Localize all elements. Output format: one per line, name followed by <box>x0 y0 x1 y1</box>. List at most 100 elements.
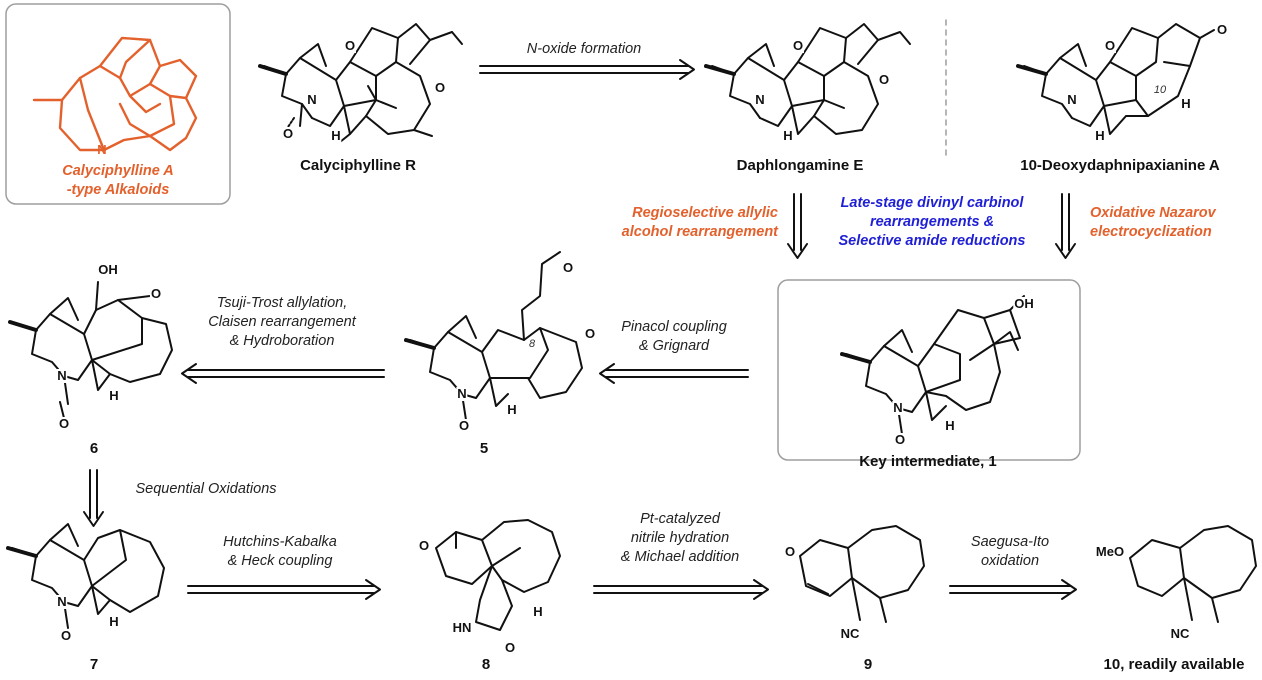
deoxy-h10-atom: H <box>1180 96 1192 111</box>
compound-5-structure <box>404 251 583 421</box>
arrow-tsuji <box>181 363 385 384</box>
tsuji-condition: Tsuji-Trost allylation, Claisen rearrang… <box>208 294 356 351</box>
compound-8-label: 8 <box>481 656 491 673</box>
arrow-sequential <box>83 469 104 527</box>
regioselective-line1: Regioselective allylic <box>632 205 778 221</box>
c5-locant-8: 8 <box>528 338 536 350</box>
c7-h-atom: H <box>108 614 120 629</box>
arrow-pinacol <box>599 363 749 384</box>
nazarov-strategy: Oxidative Nazarov electrocyclization <box>1090 204 1216 242</box>
deoxy-h-atom: H <box>1094 128 1106 143</box>
hutchins-condition: Hutchins-Kabalka & Heck coupling <box>223 533 337 571</box>
pt-condition: Pt-catalyzed nitrile hydration & Michael… <box>621 510 740 567</box>
pinacol-line1: Pinacol coupling <box>621 319 727 335</box>
arrow-pt <box>593 579 769 600</box>
c5-n-atom: N <box>456 386 468 401</box>
compound-7-label: 7 <box>89 656 99 673</box>
cal-r-ketone-o2: O <box>433 80 447 95</box>
deoxydaphnipaxianine-structure <box>1016 23 1215 135</box>
calyciphylline-a-skeleton <box>32 36 198 152</box>
pt-line2: nitrile hydration <box>630 530 730 546</box>
c7-amide-o: O <box>59 628 73 643</box>
daph-e-n-atom: N <box>754 92 766 107</box>
c10-nc: NC <box>1169 626 1191 641</box>
c8-hn: HN <box>451 620 473 635</box>
sequential-condition: Sequential Oxidations <box>135 481 277 497</box>
compound-10-structure <box>1129 525 1257 623</box>
c6-h-atom: H <box>108 388 120 403</box>
calyciphylline-a-label-line1: Calyciphylline A <box>62 163 174 179</box>
key-intermediate-label: Key intermediate, 1 <box>859 453 997 470</box>
n-oxide-condition: N-oxide formation <box>526 41 642 57</box>
compound-5-label: 5 <box>479 440 489 457</box>
c7-n-atom: N <box>56 594 68 609</box>
cal-r-n-atom: N <box>306 92 318 107</box>
c5-ketone-o: O <box>583 326 597 341</box>
c6-n-atom: N <box>56 368 68 383</box>
c9-ketone-o: O <box>783 544 797 559</box>
c8-h-atom: H <box>532 604 544 619</box>
c5-aldehyde-o: O <box>561 260 575 275</box>
calyciphylline-r-label: Calyciphylline R <box>300 157 416 174</box>
compound-6-structure <box>8 281 173 419</box>
compound-7-structure <box>6 523 165 629</box>
c6-ketone-o: O <box>149 286 163 301</box>
deoxydaphnipaxianine-label: 10-Deoxydaphnipaxianine A <box>1020 157 1220 174</box>
c5-h-atom: H <box>506 402 518 417</box>
c8-amide-o: O <box>503 640 517 655</box>
tsuji-line1: Tsuji-Trost allylation, <box>216 295 348 311</box>
cal-r-h-atom: H <box>330 128 342 143</box>
ki-n-atom: N <box>892 400 904 415</box>
late-stage-line1: Late-stage divinyl carbinol <box>840 195 1024 211</box>
deoxy-ketone-o1: O <box>1103 38 1117 53</box>
arrow-saegusa <box>949 579 1077 600</box>
key-intermediate-panel <box>777 279 1081 461</box>
compound-8-structure <box>435 519 561 631</box>
pinacol-condition: Pinacol coupling & Grignard <box>621 318 727 356</box>
arrow-hutchins <box>187 579 381 600</box>
c10-meo: MeO <box>1094 544 1126 559</box>
daph-e-h-atom: H <box>782 128 794 143</box>
calyciphylline-a-label-line2: -type Alkaloids <box>66 182 170 198</box>
daph-e-ketone-o2: O <box>877 72 891 87</box>
daph-e-ketone-o1: O <box>791 38 805 53</box>
tsuji-line2: Claisen rearrangement <box>208 314 356 330</box>
calyciphylline-a-label: Calyciphylline A -type Alkaloids <box>62 162 173 200</box>
calyciphylline-a-panel <box>5 3 231 205</box>
daphlongamine-e-label: Daphlongamine E <box>736 157 864 174</box>
skeleton-n-atom: N <box>97 142 107 157</box>
ki-oh: OH <box>1013 296 1035 311</box>
compound-9-label: 9 <box>863 656 873 673</box>
cal-r-n-oxide-o: O <box>281 126 295 141</box>
cal-r-ketone-o1: O <box>343 38 357 53</box>
calyciphylline-r-structure <box>258 23 463 143</box>
late-stage-line2: rearrangements & <box>869 214 995 230</box>
pt-line1: Pt-catalyzed <box>640 511 720 527</box>
c9-nc: NC <box>839 626 861 641</box>
c8-ketone-o: O <box>417 538 431 553</box>
deoxy-ketone-o2: O <box>1215 22 1229 37</box>
deoxy-n-atom: N <box>1066 92 1078 107</box>
saegusa-line2: oxidation <box>980 553 1040 569</box>
arrow-nazarov <box>1055 193 1076 259</box>
compound-6-label: 6 <box>89 440 99 457</box>
arrow-n-oxide <box>479 59 695 80</box>
pinacol-line2: & Grignard <box>638 338 710 354</box>
late-stage-strategy: Late-stage divinyl carbinol rearrangemen… <box>839 194 1026 251</box>
saegusa-condition: Saegusa-Ito oxidation <box>971 533 1049 571</box>
saegusa-line1: Saegusa-Ito <box>970 534 1050 550</box>
late-stage-line3: Selective amide reductions <box>838 233 1026 249</box>
c6-amide-o: O <box>57 416 71 431</box>
ki-amide-o: O <box>893 432 907 447</box>
daphlongamine-e-structure <box>704 23 911 135</box>
tsuji-line3: & Hydroboration <box>229 333 335 349</box>
deoxy-locant-10: 10 <box>1153 84 1167 96</box>
c6-oh: OH <box>97 262 119 277</box>
hutchins-line1: Hutchins-Kabalka <box>223 534 337 550</box>
ki-h-atom: H <box>944 418 956 433</box>
compound-10-label: 10, readily available <box>1103 656 1245 673</box>
c5-amide-o: O <box>457 418 471 433</box>
pt-line3: & Michael addition <box>620 549 740 565</box>
arrow-regioselective <box>787 193 808 259</box>
